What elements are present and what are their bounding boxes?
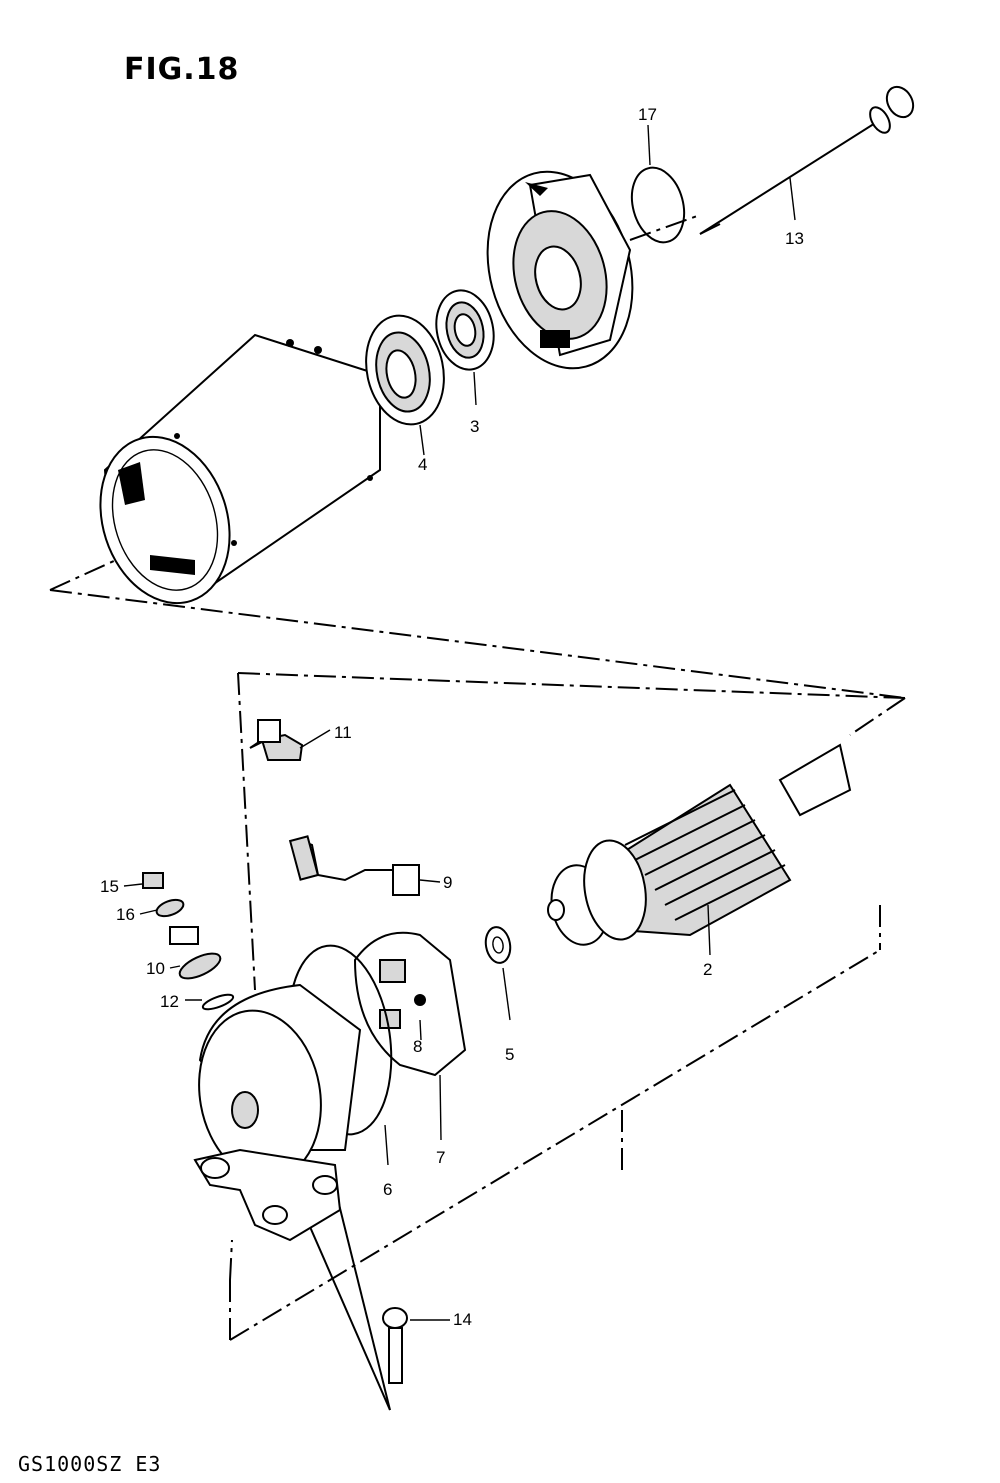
callout-12: 12 — [160, 992, 179, 1011]
callout-11: 11 — [334, 723, 352, 742]
thrust-washer — [484, 926, 512, 1021]
callout-9: 9 — [443, 873, 452, 892]
oil-seal — [435, 289, 495, 406]
armature — [547, 743, 852, 956]
brush-holder-plate — [353, 931, 467, 1141]
callout-7: 7 — [436, 1148, 445, 1167]
callout-4: 4 — [418, 455, 427, 474]
o-ring — [630, 124, 686, 244]
callout-6: 6 — [383, 1180, 392, 1199]
commutator-end-cover — [193, 983, 362, 1242]
callout-16: 16 — [116, 905, 135, 924]
footer-model-code: GS1000SZ E3 — [18, 1452, 162, 1476]
callout-10: 10 — [146, 959, 165, 978]
terminal-insulator — [249, 719, 331, 761]
brush-lead — [288, 835, 441, 896]
assembly-guide-lines — [49, 214, 906, 1411]
callout-8: 8 — [413, 1037, 422, 1056]
ball-bearing — [365, 314, 445, 456]
callout-15: 15 — [100, 877, 119, 896]
callout-2: 2 — [703, 960, 712, 979]
yoke-housing — [99, 333, 381, 605]
callout-3: 3 — [470, 417, 479, 436]
callout-13: 13 — [785, 229, 804, 248]
terminal-hardware — [123, 872, 235, 1011]
callouts: 2 3 4 5 6 7 8 9 10 11 12 13 14 15 16 17 — [100, 105, 804, 1329]
drive-end-cover — [486, 170, 634, 370]
figure-title: FIG.18 — [124, 52, 240, 87]
callout-17: 17 — [638, 105, 657, 124]
callout-14: 14 — [453, 1310, 472, 1329]
through-bolt — [699, 85, 915, 235]
mounting-screw — [382, 1307, 450, 1384]
callout-5: 5 — [505, 1045, 514, 1064]
